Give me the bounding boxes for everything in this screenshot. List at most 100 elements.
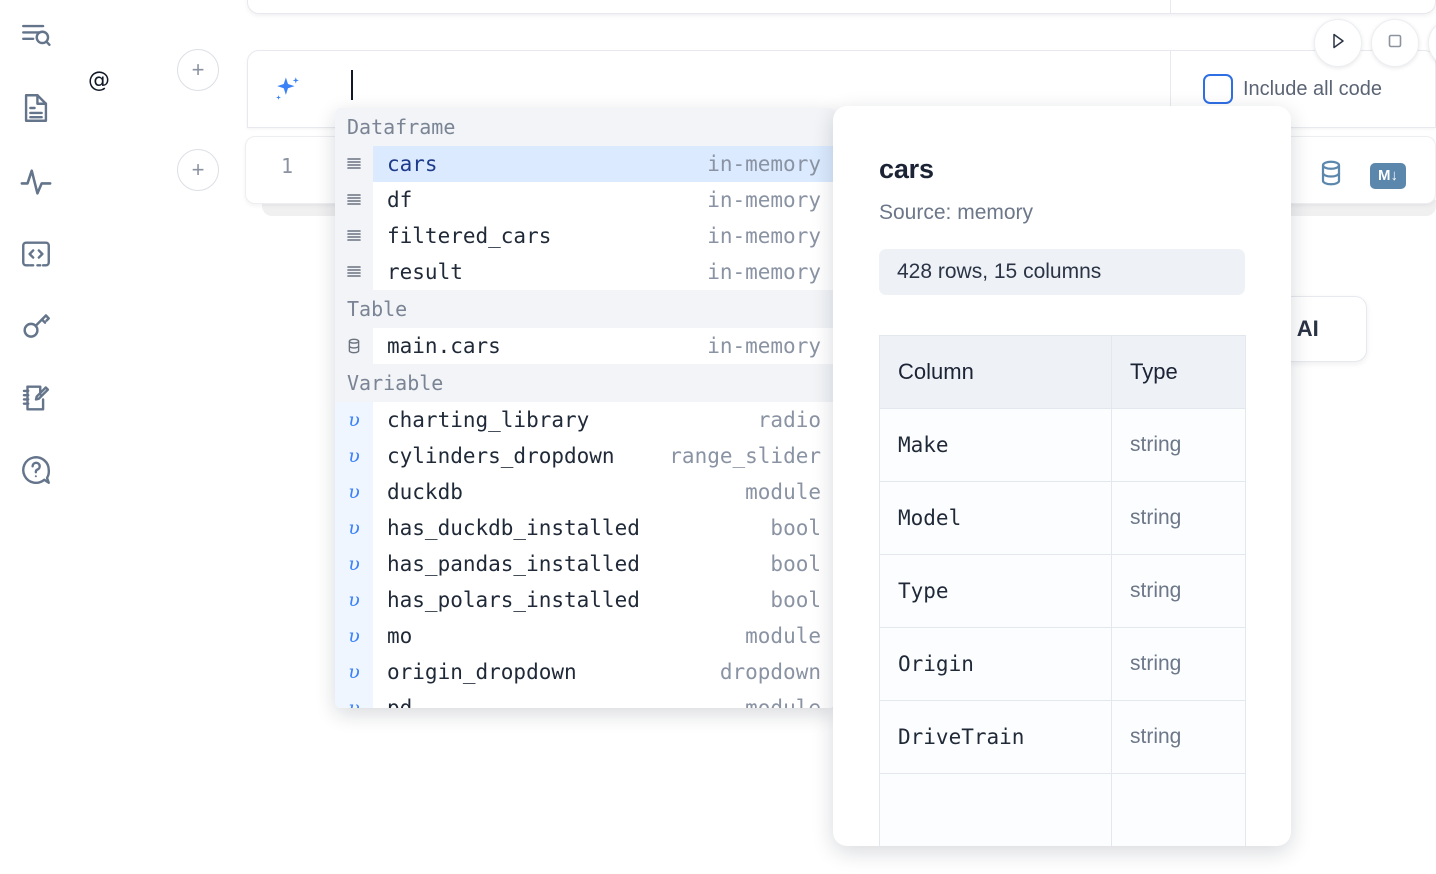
autocomplete-item[interactable]: main.carsin-memory	[335, 328, 835, 364]
autocomplete-item-name: charting_library	[373, 408, 758, 432]
sidebar-item-secrets[interactable]	[14, 304, 58, 348]
doc-table-row	[880, 774, 1246, 847]
variable-icon: υ	[335, 618, 373, 654]
doc-column-type: string	[1112, 409, 1246, 482]
ai-sparkle-icon	[270, 73, 304, 107]
autocomplete-item[interactable]: filtered_carsin-memory	[335, 218, 835, 254]
autocomplete-dropdown[interactable]: Dataframe carsin-memory dfin-memory filt…	[335, 108, 835, 708]
sidebar-item-runtime[interactable]	[14, 160, 58, 204]
autocomplete-item[interactable]: υpdmodule	[335, 690, 835, 708]
dataframe-icon	[335, 218, 373, 254]
markdown-badge[interactable]: M↓	[1370, 163, 1406, 189]
sidebar-item-snippets[interactable]	[14, 232, 58, 276]
previous-cell-card-edge	[247, 0, 1436, 14]
dataframe-icon	[335, 182, 373, 218]
autocomplete-item-name: has_duckdb_installed	[373, 516, 770, 540]
variable-icon: υ	[335, 546, 373, 582]
left-icon-rail	[0, 0, 72, 874]
autocomplete-item-name: mo	[373, 624, 745, 648]
autocomplete-item-name: pd	[373, 696, 745, 708]
doc-table-row: Modelstring	[880, 482, 1246, 555]
ai-prompt-input[interactable]: @	[88, 70, 110, 92]
doc-column-type: string	[1112, 555, 1246, 628]
variable-icon: υ	[335, 654, 373, 690]
doc-table-row: Makestring	[880, 409, 1246, 482]
doc-column-type: string	[1112, 701, 1246, 774]
run-button[interactable]	[1314, 19, 1362, 67]
autocomplete-item-name: cylinders_dropdown	[373, 444, 669, 468]
include-all-code-label: Include all code	[1243, 78, 1382, 101]
autocomplete-item-meta: bool	[770, 516, 835, 540]
play-triangle-icon	[1326, 29, 1350, 58]
doc-column-name	[880, 774, 1112, 847]
variable-icon: υ	[335, 690, 373, 708]
key-icon	[19, 309, 53, 343]
doc-schema-table: ColumnType MakestringModelstringTypestri…	[879, 335, 1246, 846]
sidebar-item-help[interactable]	[14, 448, 58, 492]
autocomplete-item[interactable]: υhas_duckdb_installedbool	[335, 510, 835, 546]
doc-table-header-row: ColumnType	[880, 336, 1246, 409]
doc-column-type: string	[1112, 482, 1246, 555]
autocomplete-item[interactable]: υduckdbmodule	[335, 474, 835, 510]
stop-square-icon	[1383, 29, 1407, 58]
autocomplete-item[interactable]: carsin-memory	[335, 146, 835, 182]
doc-column-type: string	[1112, 628, 1246, 701]
variable-icon: υ	[335, 474, 373, 510]
autocomplete-item-name: filtered_cars	[373, 224, 707, 248]
autocomplete-item[interactable]: resultin-memory	[335, 254, 835, 290]
code-brackets-icon	[19, 237, 53, 271]
variable-icon: υ	[335, 402, 373, 438]
autocomplete-item-meta: bool	[770, 552, 835, 576]
doc-column-name: Make	[880, 409, 1112, 482]
cell-action-icons: M↓	[1316, 158, 1406, 193]
autocomplete-item[interactable]: dfin-memory	[335, 182, 835, 218]
table-db-icon	[335, 328, 373, 364]
database-icon[interactable]	[1316, 158, 1346, 193]
autocomplete-item-name: has_pandas_installed	[373, 552, 770, 576]
sidebar-item-notebook[interactable]	[14, 86, 58, 130]
autocomplete-item-meta: module	[745, 696, 835, 708]
add-cell-button-top[interactable]: +	[177, 49, 219, 91]
doc-table-header-cell: Type	[1112, 336, 1246, 409]
autocomplete-item[interactable]: υcylinders_dropdownrange_slider	[335, 438, 835, 474]
autocomplete-item-meta: in-memory	[707, 188, 835, 212]
autocomplete-item[interactable]: υhas_pandas_installedbool	[335, 546, 835, 582]
plus-icon: +	[192, 159, 205, 181]
plus-icon: +	[192, 59, 205, 81]
autocomplete-item-meta: bool	[770, 588, 835, 612]
autocomplete-item-name: origin_dropdown	[373, 660, 720, 684]
variable-icon: υ	[335, 510, 373, 546]
autocomplete-item-meta: dropdown	[720, 660, 835, 684]
previous-cell-divider	[1170, 0, 1171, 14]
autocomplete-item-name: df	[373, 188, 707, 212]
sidebar-item-explore[interactable]	[14, 14, 58, 58]
doc-table-header-cell: Column	[880, 336, 1112, 409]
sidebar-item-scratchpad[interactable]	[14, 376, 58, 420]
autocomplete-item[interactable]: υmomodule	[335, 618, 835, 654]
variable-icon: υ	[335, 582, 373, 618]
document-icon	[19, 91, 53, 125]
doc-column-name: Type	[880, 555, 1112, 628]
autocomplete-item-meta: range_slider	[669, 444, 835, 468]
autocomplete-item-meta: radio	[758, 408, 835, 432]
doc-table-row: Typestring	[880, 555, 1246, 628]
add-cell-button-bottom[interactable]: +	[177, 149, 219, 191]
autocomplete-item[interactable]: υhas_polars_installedbool	[335, 582, 835, 618]
autocomplete-item[interactable]: υorigin_dropdowndropdown	[335, 654, 835, 690]
autocomplete-group-header: Dataframe	[335, 108, 835, 146]
include-all-code-checkbox[interactable]	[1203, 74, 1233, 104]
autocomplete-item-name: duckdb	[373, 480, 745, 504]
autocomplete-item-name: result	[373, 260, 707, 284]
doc-shape-badge: 428 rows, 15 columns	[879, 249, 1245, 295]
documentation-panel: cars Source: memory 428 rows, 15 columns…	[833, 106, 1291, 846]
autocomplete-group-header: Table	[335, 290, 835, 328]
autocomplete-list[interactable]: Dataframe carsin-memory dfin-memory filt…	[335, 108, 835, 708]
autocomplete-item[interactable]: υcharting_libraryradio	[335, 402, 835, 438]
activity-pulse-icon	[19, 165, 53, 199]
variable-icon: υ	[335, 438, 373, 474]
include-all-code-control[interactable]: Include all code	[1203, 74, 1382, 104]
stop-button[interactable]	[1371, 19, 1419, 67]
autocomplete-item-meta: module	[745, 480, 835, 504]
autocomplete-group-header: Variable	[335, 364, 835, 402]
